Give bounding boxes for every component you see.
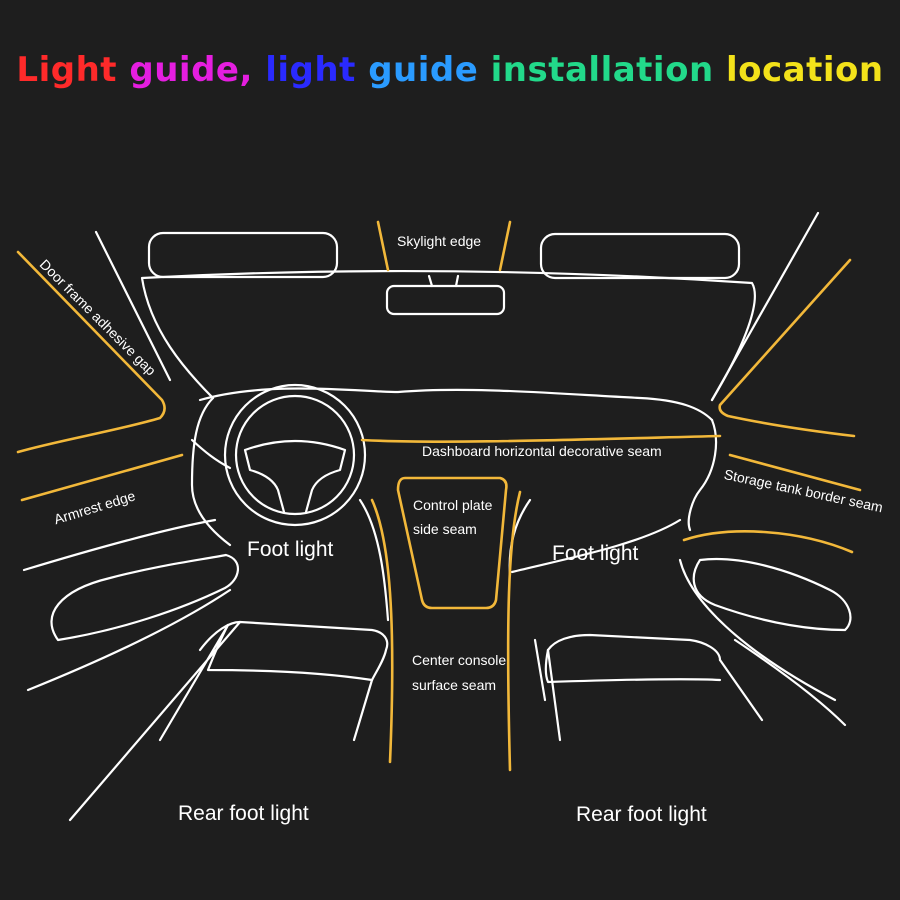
- left-door-lower: [26, 588, 232, 692]
- dashboard-seam-guide: [360, 434, 722, 443]
- center-console-guide-left: [370, 498, 394, 764]
- steering-wheel-inner: [234, 394, 356, 516]
- door-frame-guide-left: [16, 250, 166, 454]
- left-a-pillar: [94, 230, 172, 382]
- control-plate-guide: [396, 476, 508, 610]
- armrest-edge-guide: [20, 453, 184, 502]
- label-rear-foot-light-left: Rear foot light: [178, 802, 309, 825]
- title-segment: installation: [478, 50, 714, 90]
- right-seat-cushion: [544, 648, 722, 684]
- windshield-outline: [140, 269, 756, 402]
- rearview-mirror: [385, 284, 506, 316]
- label-rear-foot-light-right: Rear foot light: [576, 803, 707, 826]
- left-door-armrest: [50, 553, 239, 642]
- label-foot-light-left: Foot light: [247, 538, 334, 561]
- right-sun-visor: [539, 232, 741, 280]
- dashboard-left-end: [190, 396, 232, 547]
- dashboard-right-end: [687, 418, 718, 532]
- door-frame-guide-right: [718, 258, 856, 438]
- storage-tank-seam-guide-upper: [728, 453, 862, 492]
- skylight-edge-left-guide: [376, 220, 390, 272]
- right-door-panel: [678, 558, 837, 702]
- steering-wheel-spokes: [243, 439, 347, 514]
- center-console-guide-right: [506, 490, 522, 772]
- label-control-plate-line2: side seam: [413, 521, 477, 537]
- label-foot-light-right: Foot light: [552, 542, 639, 565]
- right-seat-frame: [533, 638, 764, 742]
- title-segment: light: [252, 50, 356, 90]
- label-skylight-edge: Skylight edge: [397, 233, 482, 249]
- title-segment: Light: [16, 50, 118, 90]
- label-center-console-line1: Center console: [412, 652, 507, 668]
- title-segment: location: [713, 50, 884, 90]
- mirror-mount: [427, 274, 460, 288]
- right-door-lower: [733, 638, 847, 727]
- diagram-title: Light guide, light guide installation lo…: [0, 50, 900, 90]
- label-dashboard-seam: Dashboard horizontal decorative seam: [422, 443, 662, 459]
- left-seat-frame: [68, 620, 374, 822]
- left-door-panel-top: [22, 518, 217, 572]
- right-door-armrest: [692, 557, 852, 632]
- storage-tank-seam-guide-lower: [682, 530, 854, 554]
- right-seat-top: [546, 633, 722, 662]
- left-sun-visor: [147, 231, 339, 279]
- title-segment: guide,: [117, 50, 253, 90]
- skylight-edge-right-guide: [498, 220, 512, 272]
- right-a-pillar: [710, 211, 820, 402]
- right-dash-lower: [510, 518, 682, 574]
- label-center-console-line2: surface seam: [412, 677, 497, 693]
- left-seat-cushion: [206, 623, 374, 682]
- label-control-plate-line1: Control plate: [413, 497, 493, 513]
- left-seat-top: [198, 620, 389, 682]
- dashboard-top: [198, 387, 714, 422]
- title-segment: guide: [355, 50, 479, 90]
- steering-wheel-outer: [223, 383, 367, 527]
